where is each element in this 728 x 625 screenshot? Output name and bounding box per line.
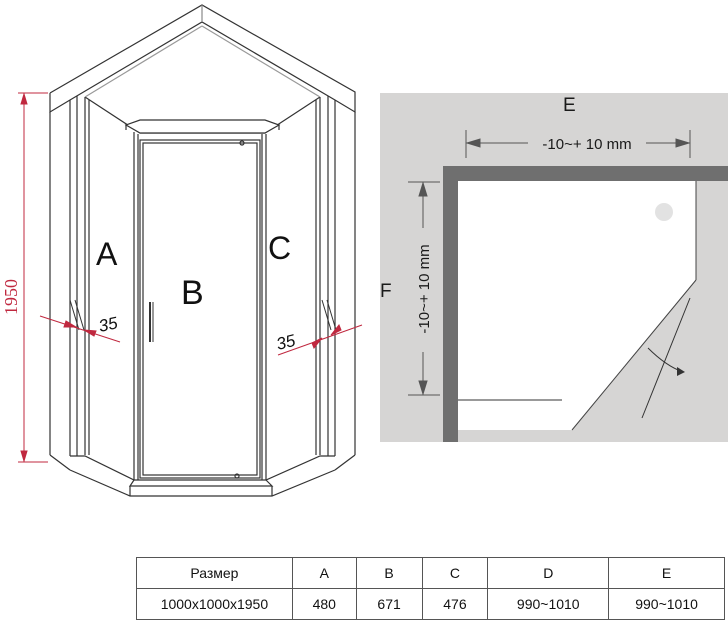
dimension-e-label: E	[563, 95, 576, 116]
horizontal-tolerance-dimension	[465, 130, 691, 158]
table-header-cell: C	[421, 557, 489, 589]
table-header-cell: B	[355, 557, 423, 589]
left-offset-dimension	[39, 315, 121, 343]
table-header-cell: Размер	[136, 557, 293, 589]
panel-a-label: A	[96, 236, 118, 272]
table-cell: 671	[355, 588, 423, 620]
table-cell: 990~1010	[487, 588, 610, 620]
table-header-cell: E	[608, 557, 725, 589]
horizontal-tolerance-label: -10~+ 10 mm	[542, 136, 631, 153]
table-cell: 1000x1000x1950	[136, 588, 293, 620]
plan-view	[380, 93, 728, 442]
table-header-row: Размер A B C D E	[136, 557, 725, 589]
height-dimension	[18, 92, 48, 463]
table-header-cell: D	[487, 557, 610, 589]
table-cell: 480	[291, 588, 357, 620]
table-header-cell: A	[291, 557, 357, 589]
shower-enclosure-drawing	[49, 4, 356, 497]
left-offset-label: 35	[97, 313, 120, 336]
panel-c-label: C	[268, 230, 291, 266]
right-offset-dimension	[277, 324, 363, 356]
table-cell: 990~1010	[608, 588, 725, 620]
height-dimension-label: 1950	[1, 279, 21, 315]
right-offset-label: 35	[274, 331, 297, 354]
vertical-tolerance-dimension	[408, 181, 440, 396]
size-table: Размер A B C D E 1000x1000x1950 480 671 …	[136, 557, 725, 620]
table-cell: 476	[421, 588, 489, 620]
panel-b-label: B	[181, 274, 204, 312]
vertical-tolerance-label: -10~+ 10 mm	[416, 244, 433, 333]
dimension-f-label: F	[380, 281, 392, 302]
table-row: 1000x1000x1950 480 671 476 990~1010 990~…	[136, 588, 725, 620]
